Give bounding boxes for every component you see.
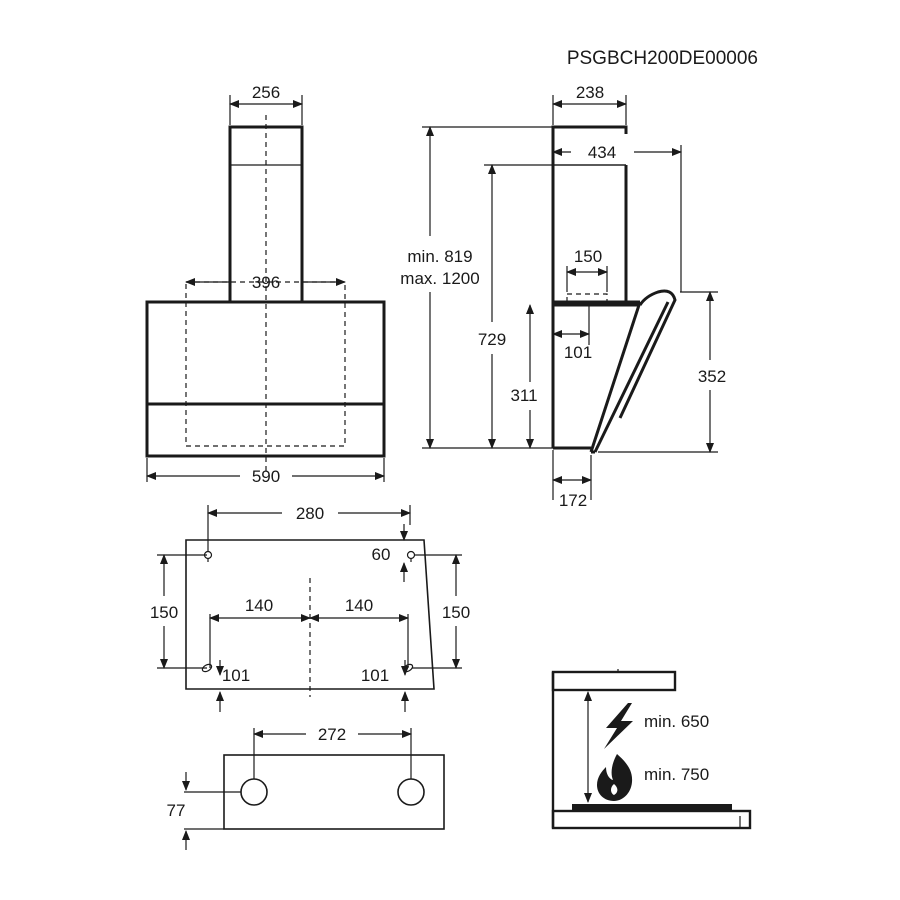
front-chimney-width-label: 256 [252, 83, 280, 102]
mount-left-height-label: 150 [150, 603, 178, 622]
mount-left-bottom-label: 101 [222, 666, 250, 685]
front-view: 256 396 590 [145, 83, 386, 486]
lightning-icon [604, 703, 633, 749]
bracket-holes-distance-label: 272 [318, 725, 346, 744]
clearance-gas-label: min. 750 [644, 765, 709, 784]
clearance-electric-label: min. 650 [644, 712, 709, 731]
side-total-depth-label: 434 [588, 143, 616, 162]
mount-hole-offset-label: 60 [372, 545, 391, 564]
mount-top-distance-label: 280 [296, 504, 324, 523]
flame-icon [597, 754, 633, 801]
bracket-height-label: 77 [167, 801, 186, 820]
side-view: 238 434 min. 819 max. 1200 729 150 101 3… [400, 83, 726, 510]
mount-right-bottom-label: 101 [361, 666, 389, 685]
side-chimney-depth-label: 238 [576, 83, 604, 102]
front-total-width-label: 590 [252, 467, 280, 486]
side-canopy-height-label: 352 [698, 367, 726, 386]
side-base-depth-label: 172 [559, 491, 587, 510]
side-height-min-label: min. 819 [407, 247, 472, 266]
side-height-729-label: 729 [478, 330, 506, 349]
bracket-view: 272 77 [167, 725, 445, 850]
side-height-311-label: 311 [510, 386, 537, 405]
side-duct-offset-label: 101 [564, 343, 592, 362]
front-inner-width-label: 396 [252, 273, 280, 292]
mounting-view: 280 60 150 150 140 140 101 101 [150, 504, 470, 712]
side-duct-width-label: 150 [574, 247, 602, 266]
side-height-max-label: max. 1200 [400, 269, 479, 288]
mount-right-height-label: 150 [442, 603, 470, 622]
mount-right-half-label: 140 [345, 596, 373, 615]
clearance-view: min. 650 min. 750 [551, 669, 752, 830]
product-code: PSGBCH200DE00006 [567, 48, 758, 69]
mount-left-half-label: 140 [245, 596, 273, 615]
